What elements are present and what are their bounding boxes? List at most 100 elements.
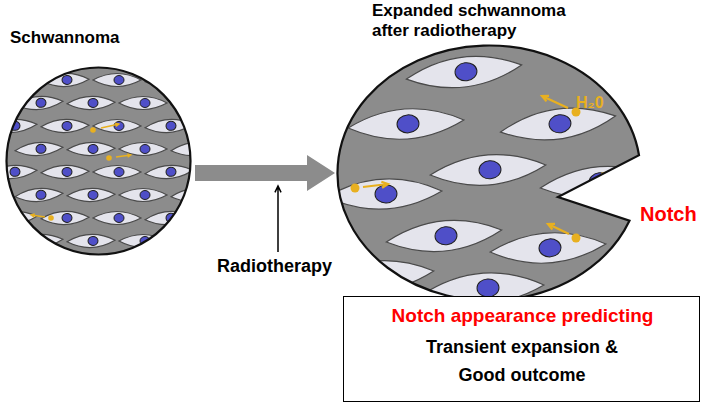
cell-body bbox=[223, 234, 271, 249]
schwann-cell bbox=[317, 256, 435, 296]
water-dot bbox=[90, 127, 96, 133]
water-arrow bbox=[116, 154, 131, 157]
schwann-cell bbox=[119, 189, 167, 202]
schwann-cell bbox=[223, 96, 271, 111]
result-box: Notch appearance predictingTransient exp… bbox=[343, 296, 700, 402]
cell-body bbox=[171, 187, 220, 203]
cell-nucleus bbox=[548, 113, 572, 134]
schwann-cell bbox=[0, 118, 37, 134]
cell-nucleus bbox=[10, 167, 21, 177]
cell-body bbox=[119, 97, 167, 110]
cell-body bbox=[385, 215, 504, 257]
cell-body bbox=[405, 50, 524, 94]
schwann-cell bbox=[119, 97, 167, 110]
cell-body bbox=[223, 188, 271, 203]
cell-body bbox=[171, 233, 220, 249]
cell-body bbox=[0, 72, 37, 88]
schwann-cell bbox=[41, 211, 89, 226]
schwann-cell bbox=[93, 212, 141, 225]
cell-nucleus bbox=[166, 121, 177, 131]
schwann-cell bbox=[145, 164, 194, 180]
water-dot bbox=[582, 188, 591, 197]
cell-nucleus bbox=[396, 114, 419, 133]
schwann-cell bbox=[197, 119, 245, 134]
schwann-cell bbox=[385, 215, 504, 257]
edge-label: Radiotherapy bbox=[217, 256, 332, 277]
schwann-cell bbox=[67, 96, 115, 111]
schwann-cell bbox=[93, 120, 141, 133]
schwann-cell bbox=[489, 229, 607, 267]
cell-body bbox=[67, 188, 115, 203]
cell-nucleus bbox=[244, 144, 254, 153]
cell-body bbox=[93, 212, 141, 225]
cell-body bbox=[0, 210, 37, 226]
cell-nucleus bbox=[88, 144, 98, 153]
cell-nucleus bbox=[36, 190, 47, 200]
schwann-cell bbox=[197, 165, 245, 180]
water-flow bbox=[31, 214, 54, 221]
cell-nucleus bbox=[538, 238, 561, 257]
schwann-cell bbox=[15, 233, 64, 249]
schwann-cell bbox=[223, 188, 271, 203]
tumor-fill bbox=[7, 68, 191, 255]
water-flow bbox=[106, 154, 131, 161]
cell-body bbox=[15, 233, 64, 249]
schwann-cell bbox=[171, 141, 220, 157]
cell-body bbox=[145, 210, 194, 226]
cell-nucleus bbox=[140, 99, 150, 108]
water-arrow bbox=[363, 182, 388, 188]
water-dot bbox=[572, 234, 581, 243]
schwann-cell bbox=[223, 142, 271, 157]
water-dot bbox=[106, 155, 112, 161]
schwann-cell bbox=[93, 166, 141, 179]
panel-title: Schwannoma bbox=[10, 28, 120, 48]
cell-nucleus bbox=[218, 75, 228, 84]
schwann-cell bbox=[119, 143, 167, 156]
cell-body bbox=[429, 150, 547, 190]
cell-nucleus bbox=[88, 190, 98, 199]
cell-body bbox=[145, 164, 194, 180]
cell-nucleus bbox=[477, 278, 500, 297]
cell-body bbox=[67, 142, 115, 157]
cell-nucleus bbox=[62, 75, 72, 84]
water-flow bbox=[548, 224, 581, 243]
notch-label: Notch bbox=[640, 203, 697, 226]
cell-nucleus bbox=[88, 236, 98, 245]
cell-body bbox=[41, 211, 89, 226]
cell-nucleus bbox=[434, 226, 458, 246]
water-flow bbox=[90, 123, 119, 133]
cell-nucleus bbox=[88, 98, 98, 107]
cell-nucleus bbox=[140, 191, 150, 200]
cell-nucleus bbox=[375, 184, 398, 203]
schwann-cell bbox=[145, 210, 194, 226]
schwann-cell bbox=[347, 105, 465, 143]
cell-body bbox=[197, 119, 245, 134]
water-dot bbox=[48, 215, 54, 221]
schwann-cell bbox=[405, 50, 524, 94]
cell-body bbox=[0, 118, 37, 134]
cell-body bbox=[15, 187, 64, 203]
water-dot bbox=[351, 184, 360, 193]
schwann-cell bbox=[0, 210, 37, 226]
cell-body bbox=[41, 165, 89, 180]
cell-nucleus bbox=[114, 168, 124, 177]
schwann-cell bbox=[41, 119, 89, 134]
box-heading: Notch appearance predicting bbox=[344, 305, 701, 327]
cell-nucleus bbox=[244, 98, 254, 107]
tumor-after: Expanded schwannoma after radiotherapyH₂… bbox=[336, 44, 642, 302]
cell-body bbox=[223, 142, 271, 157]
cell-body bbox=[317, 256, 435, 296]
cell-body bbox=[15, 141, 64, 157]
cell-nucleus bbox=[36, 144, 47, 154]
schwann-cell bbox=[223, 234, 271, 249]
process-arrow bbox=[195, 155, 335, 191]
label-pointer bbox=[275, 186, 281, 252]
cell-nucleus bbox=[140, 145, 150, 154]
cell-nucleus bbox=[36, 98, 47, 108]
tumor-border bbox=[7, 68, 191, 255]
cell-body bbox=[197, 73, 245, 88]
panel-title: Expanded schwannoma after radiotherapy bbox=[372, 1, 572, 41]
tumor-outline bbox=[5, 66, 192, 256]
cell-nucleus bbox=[62, 213, 72, 222]
